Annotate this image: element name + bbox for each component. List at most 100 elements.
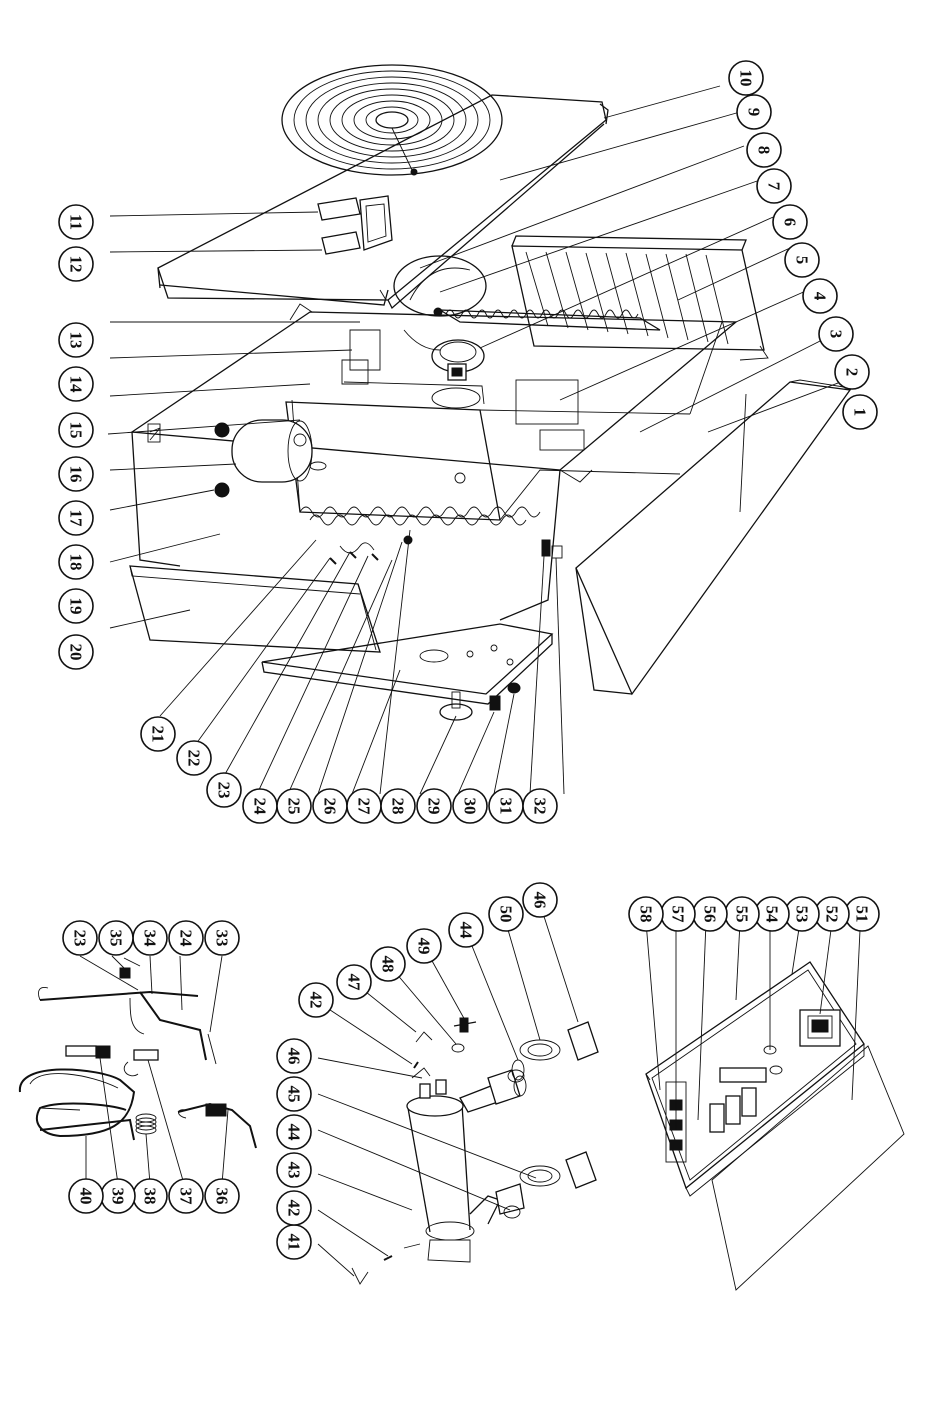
control-box [646, 922, 904, 1290]
callout-46: 46 [523, 883, 557, 917]
base-tray-icon [262, 624, 552, 704]
callout-number: 27 [355, 798, 374, 816]
callout-15: 15 [59, 413, 93, 447]
callout-number: 1 [851, 408, 870, 417]
callout-6: 6 [773, 205, 807, 239]
callout-number: 23 [215, 782, 234, 799]
callout-number: 46 [285, 1048, 304, 1065]
callout-49: 49 [407, 929, 441, 963]
callout-20: 20 [59, 635, 93, 669]
callout-25: 25 [277, 789, 311, 823]
callout-number: 2 [843, 368, 862, 377]
callout-number: 32 [531, 798, 550, 815]
callout-number: 22 [185, 750, 204, 767]
callout-number: 24 [251, 798, 270, 816]
callout-53: 53 [785, 897, 819, 931]
display-panel-icon [318, 196, 392, 254]
callout-54: 54 [755, 897, 789, 931]
callout-number: 15 [67, 422, 86, 439]
callout-number: 9 [745, 108, 764, 117]
callout-number: 53 [793, 906, 812, 923]
callout-number: 17 [67, 510, 86, 528]
callout-number: 54 [763, 906, 782, 924]
callout-number: 7 [765, 182, 784, 191]
callout-30: 30 [453, 789, 487, 823]
callout-35: 35 [99, 921, 133, 955]
spring-icon [136, 1114, 156, 1134]
pipe-fittings-icon [488, 1022, 598, 1218]
callout-19: 19 [59, 589, 93, 623]
callout-number: 11 [67, 214, 86, 230]
callout-number: 46 [531, 892, 550, 909]
callout-number: 21 [149, 726, 168, 743]
callout-number: 26 [321, 798, 340, 815]
callout-31: 31 [489, 789, 523, 823]
callout-34: 34 [133, 921, 167, 955]
callout-number: 58 [637, 906, 656, 923]
callout-4: 4 [803, 279, 837, 313]
callout-number: 52 [823, 906, 842, 923]
callout-47: 47 [337, 965, 371, 999]
callout-number: 50 [497, 906, 516, 923]
callout-number: 13 [67, 332, 86, 349]
callout-8: 8 [747, 133, 781, 167]
callout-number: 30 [461, 798, 480, 815]
callout-56: 56 [693, 897, 727, 931]
callout-number: 16 [67, 466, 86, 483]
callout-33: 33 [205, 921, 239, 955]
callout-2: 2 [835, 355, 869, 389]
compressor-icon [215, 420, 326, 497]
callout-number: 29 [425, 798, 444, 815]
callout-number: 51 [853, 906, 872, 923]
callout-number: 12 [67, 256, 86, 273]
callout-5: 5 [785, 243, 819, 277]
callout-11: 11 [59, 205, 93, 239]
callout-number: 56 [701, 906, 720, 923]
callout-number: 42 [307, 992, 326, 1009]
front-panel-icon [576, 380, 850, 694]
callout-number: 24 [177, 930, 196, 948]
callout-41: 41 [277, 1225, 311, 1259]
callout-43: 43 [277, 1153, 311, 1187]
callout-3: 3 [819, 317, 853, 351]
callout-10: 10 [729, 61, 763, 95]
callout-number: 34 [141, 930, 160, 948]
callout-number: 23 [71, 930, 90, 947]
callout-number: 43 [285, 1162, 304, 1179]
callout-40: 40 [69, 1179, 103, 1213]
callout-number: 48 [379, 956, 398, 973]
callout-55: 55 [725, 897, 759, 931]
callout-45: 45 [277, 1077, 311, 1111]
callout-number: 25 [285, 798, 304, 815]
callout-17: 17 [59, 501, 93, 535]
callout-24: 24 [169, 921, 203, 955]
callout-57: 57 [661, 897, 695, 931]
callout-39: 39 [101, 1179, 135, 1213]
pipe-group [20, 956, 256, 1184]
callout-number: 19 [67, 598, 86, 615]
callout-14: 14 [59, 367, 93, 401]
callout-number: 18 [67, 554, 86, 571]
callout-24: 24 [243, 789, 277, 823]
callout-44: 44 [449, 913, 483, 947]
callout-number: 35 [107, 930, 126, 947]
callout-18: 18 [59, 545, 93, 579]
callout-number: 38 [141, 1188, 160, 1205]
callout-number: 6 [781, 218, 800, 227]
callout-number: 28 [389, 798, 408, 815]
callout-number: 40 [77, 1188, 96, 1205]
fan-motor-icon [394, 256, 486, 380]
callout-58: 58 [629, 897, 663, 931]
callout-22: 22 [177, 741, 211, 775]
heat-exchanger [318, 904, 598, 1284]
callout-16: 16 [59, 457, 93, 491]
callout-52: 52 [815, 897, 849, 931]
callout-48: 48 [371, 947, 405, 981]
fan-guard-icon [282, 65, 502, 175]
callout-number: 41 [285, 1234, 304, 1251]
callout-number: 45 [285, 1086, 304, 1103]
callout-number: 3 [827, 330, 846, 339]
callout-number: 47 [345, 974, 364, 992]
callout-44: 44 [277, 1115, 311, 1149]
rear-grille-icon [512, 236, 768, 360]
